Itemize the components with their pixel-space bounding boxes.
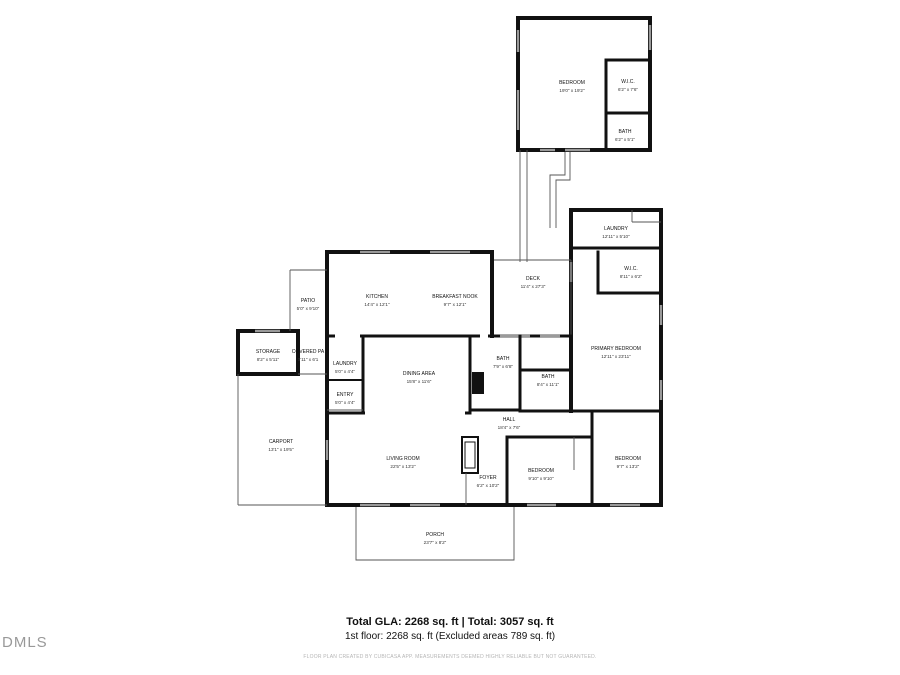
label-hall: HALL	[503, 417, 516, 423]
main-house	[325, 250, 663, 507]
dim-wic-upper: 6'2" x 7'6"	[618, 87, 638, 92]
label-living-room: LIVING ROOM	[386, 456, 419, 462]
label-breakfast-nook: BREAKFAST NOOK	[432, 294, 478, 300]
label-storage: STORAGE	[256, 349, 281, 355]
dim-bedroom-right: 9'7" x 13'2"	[617, 464, 640, 469]
dim-foyer: 6'2" x 10'2"	[477, 483, 500, 488]
dim-bedroom-mid: 9'10" x 9'10"	[528, 476, 554, 481]
left-annex	[236, 269, 515, 561]
label-bedroom-right: BEDROOM	[615, 456, 641, 462]
total-area-summary: Total GLA: 2268 sq. ft | Total: 3057 sq.…	[346, 616, 554, 628]
label-wic-upper: W.I.C.	[621, 79, 635, 85]
label-carport: CARPORT	[269, 439, 293, 445]
dim-patio: 5'0" x 9'10"	[297, 306, 320, 311]
label-kitchen: KITCHEN	[366, 294, 388, 300]
disclaimer-text: FLOOR PLAN CREATED BY CUBICASA APP. MEAS…	[303, 654, 597, 660]
dim-laundry-left: 5'0" x 4'4"	[335, 369, 355, 374]
dim-deck: 11'4" x 27'3"	[521, 284, 546, 289]
dim-living-room: 22'5" x 13'2"	[390, 464, 416, 469]
dim-breakfast-nook: 9'7" x 12'1"	[444, 302, 467, 307]
label-bath-upper: BATH	[619, 129, 632, 135]
dim-entry: 5'0" x 4'4"	[335, 400, 355, 405]
label-bath-center: BATH	[497, 356, 510, 362]
label-bedroom-upper: BEDROOM	[559, 80, 585, 86]
right-wing	[569, 208, 663, 413]
dim-kitchen: 14'4" x 12'1"	[364, 302, 390, 307]
mls-watermark: DMLS	[2, 634, 48, 651]
label-primary-bedroom: PRIMARY BEDROOM	[591, 346, 641, 352]
upper-building	[516, 16, 652, 262]
dim-covered-patio: 3'11" x 6'1	[298, 357, 319, 362]
dim-storage: 8'2" x 5'11"	[257, 357, 280, 362]
label-bedroom-mid: BEDROOM	[528, 468, 554, 474]
label-porch: PORCH	[426, 532, 444, 538]
dim-bath-center: 7'9" x 6'8"	[493, 364, 513, 369]
label-dining-area: DINING AREA	[403, 371, 436, 377]
first-floor-summary: 1st floor: 2268 sq. ft (Excluded areas 7…	[344, 631, 556, 642]
label-foyer: FOYER	[479, 475, 497, 481]
label-laundry-right: LAUNDRY	[604, 226, 628, 232]
label-covered-patio: COVERED PA	[292, 349, 325, 355]
label-laundry-left: LAUNDRY	[333, 361, 357, 367]
deck-outline	[492, 259, 572, 335]
dim-hall: 18'4" x 7'6"	[498, 425, 521, 430]
dim-bedroom-upper: 19'0" x 19'2"	[559, 88, 585, 93]
label-wic-primary: W.I.C.	[624, 266, 638, 272]
label-entry: ENTRY	[337, 392, 355, 398]
label-patio: PATIO	[301, 298, 315, 304]
dim-carport: 13'1" x 19'5"	[268, 447, 294, 452]
dim-primary-bedroom: 12'11" x 23'11"	[601, 354, 631, 359]
dim-wic-primary: 8'11" x 6'2"	[620, 274, 643, 279]
dim-bath-upper: 6'2" x 5'1"	[615, 137, 635, 142]
label-deck: DECK	[526, 276, 541, 282]
label-bath-center2: BATH	[542, 374, 555, 380]
dim-porch: 23'7" x 8'2"	[424, 540, 447, 545]
room-labels: BEDROOM 19'0" x 19'2" W.I.C. 6'2" x 7'6"…	[256, 79, 643, 545]
dim-bath-center2: 8'4" x 11'1"	[537, 382, 560, 387]
dim-laundry-right: 12'11" x 5'10"	[602, 234, 630, 239]
dim-dining-area: 15'8" x 11'6"	[407, 379, 432, 384]
